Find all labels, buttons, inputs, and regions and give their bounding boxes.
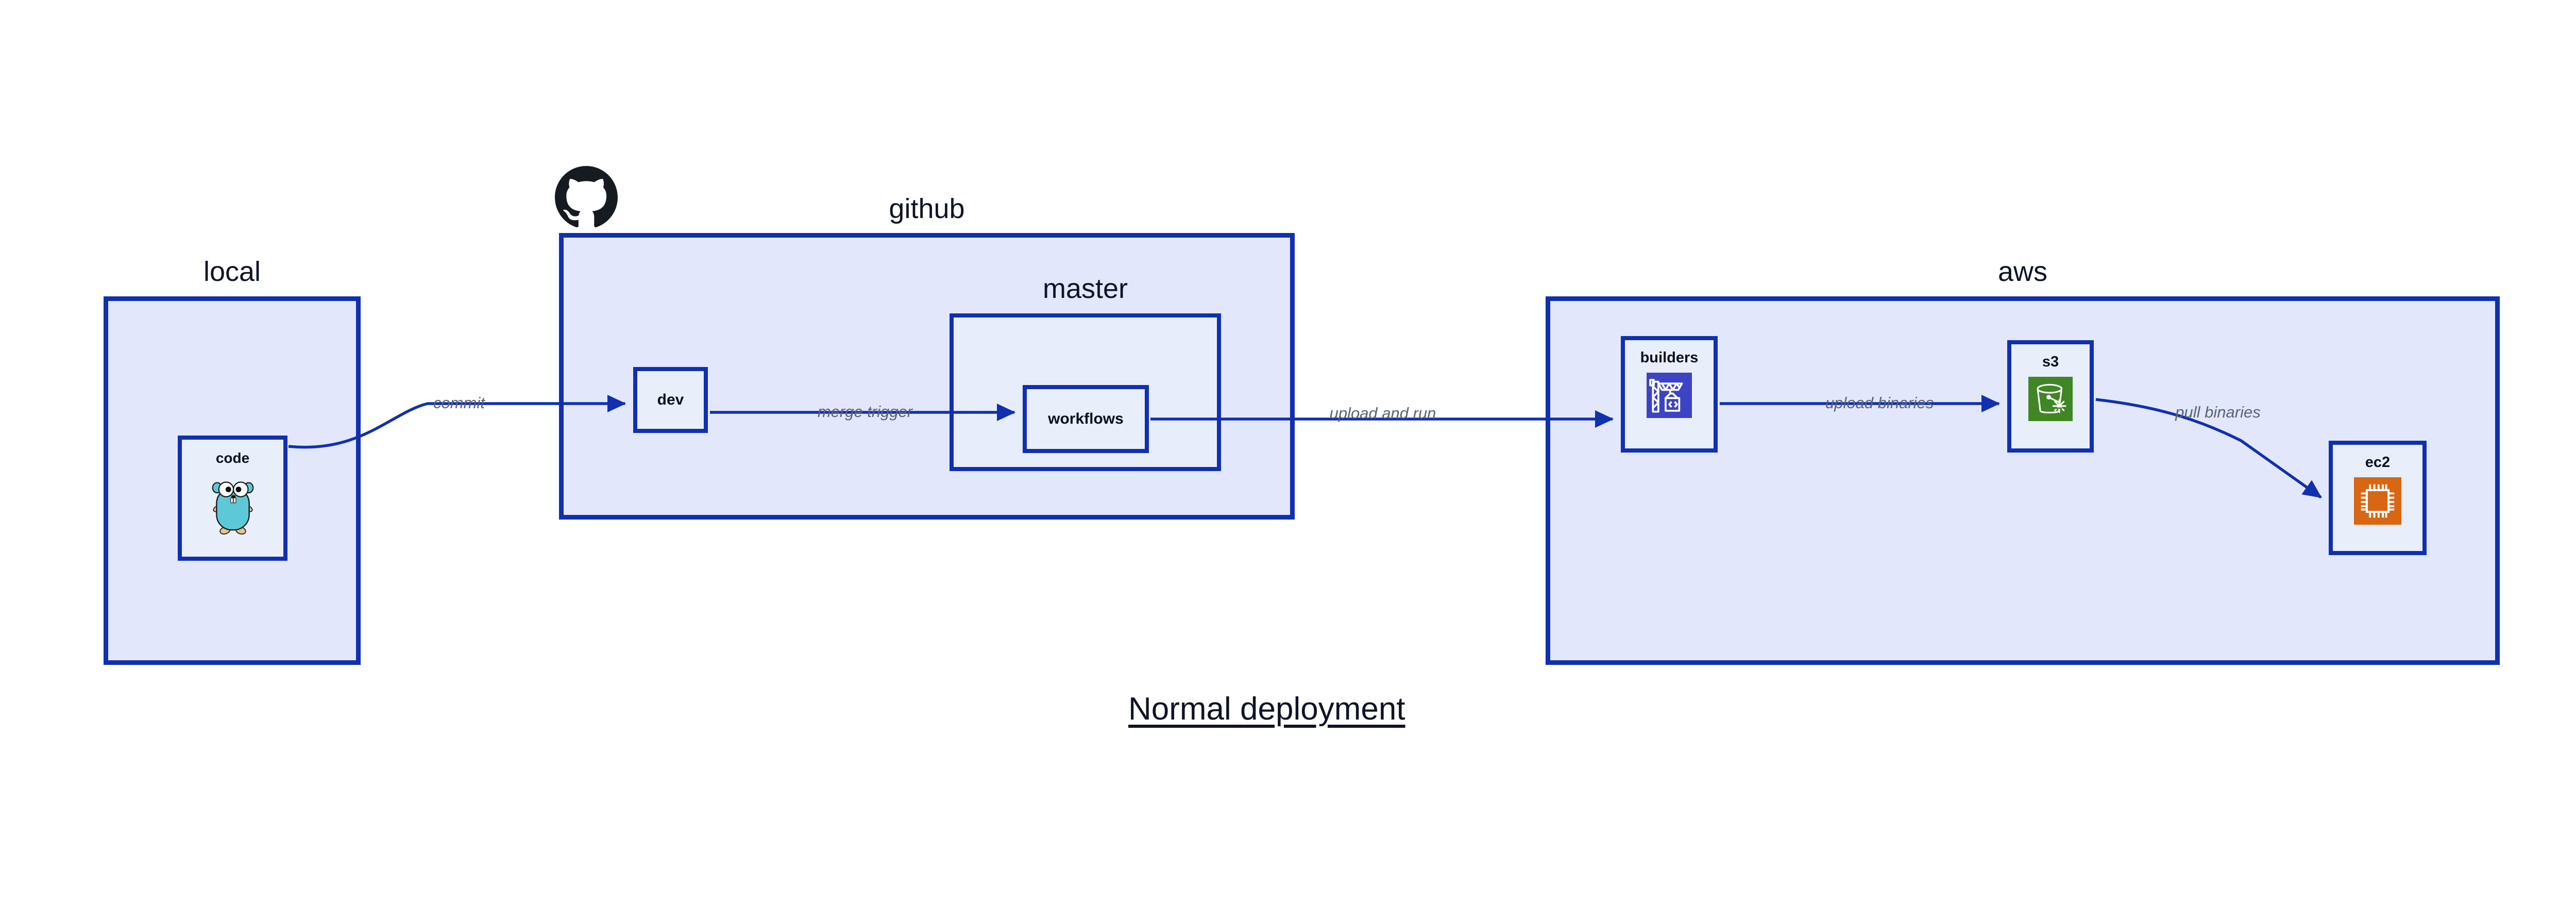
diagram-title: Normal deployment <box>1128 691 1405 727</box>
node-label-s3: s3 <box>2042 354 2059 370</box>
node-label-code: code <box>215 450 250 466</box>
edge-label-commit: commit <box>433 394 485 412</box>
node-label-workflows: workflows <box>1048 410 1124 427</box>
node-workflows[interactable]: workflows <box>1023 385 1149 453</box>
group-label-github: github <box>889 193 965 224</box>
edge-label-merge-trigger: merge trigger <box>817 403 913 421</box>
node-dev[interactable]: dev <box>633 367 708 433</box>
ec2-chip-icon <box>2354 477 2401 525</box>
edge-label-upload-binaries: upload binaries <box>1825 394 1934 412</box>
node-label-builders: builders <box>1640 349 1699 366</box>
crane-code-icon <box>1647 373 1692 418</box>
go-gopher-icon <box>202 474 264 536</box>
edge-label-pull-binaries: pull binaries <box>2175 403 2261 421</box>
group-label-local: local <box>203 256 261 287</box>
subgroup-label-master: master <box>1042 273 1128 304</box>
node-label-ec2: ec2 <box>2365 454 2391 471</box>
node-ec2[interactable]: ec2 <box>2329 441 2427 555</box>
group-label-aws: aws <box>1997 256 2048 287</box>
s3-bucket-glacier-icon <box>2028 377 2073 421</box>
node-label-dev: dev <box>657 391 684 408</box>
node-s3[interactable]: s3 <box>2007 340 2094 453</box>
edge-label-upload-and-run: upload and run <box>1329 404 1436 422</box>
node-builders[interactable]: builders <box>1621 336 1718 453</box>
github-logo-icon <box>555 166 618 229</box>
node-code[interactable]: code <box>178 436 287 561</box>
